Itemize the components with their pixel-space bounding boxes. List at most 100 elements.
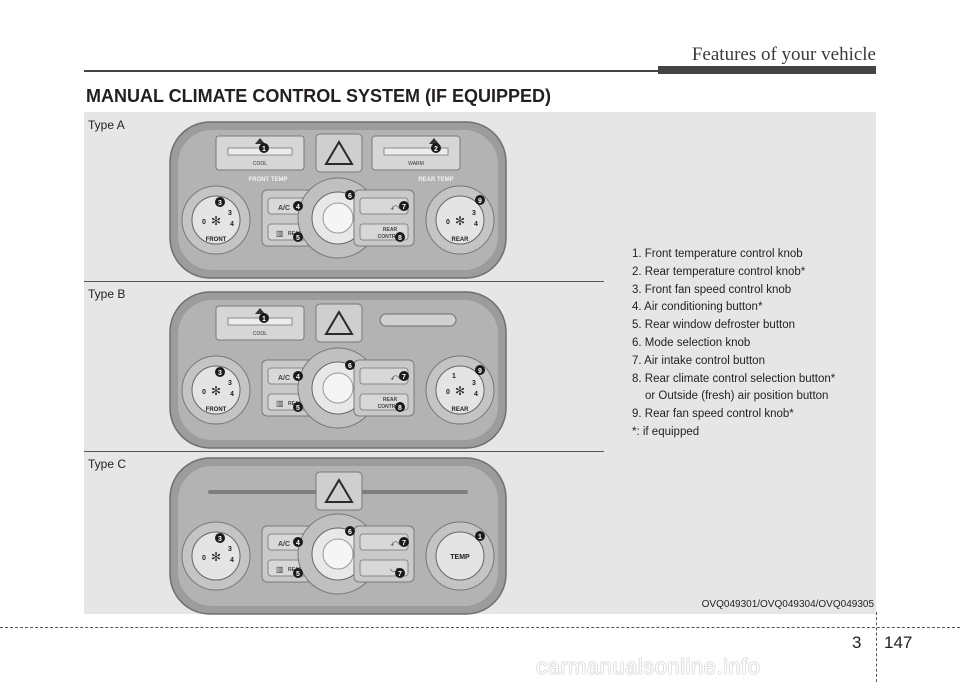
svg-text:4: 4: [296, 204, 300, 211]
fan-3-label: 3: [228, 380, 232, 387]
front-temp-pointer: [255, 138, 265, 144]
svg-text:5: 5: [296, 405, 300, 412]
divider-b-c: [84, 451, 604, 452]
rear-control-label-1: REAR: [383, 227, 398, 233]
warm-label: WARM: [408, 161, 424, 167]
climate-panel-type-c: 0 3 4 ✻ A/C ▥ REAR ⤺ ⤻ TEMP 3 4 5 6 7 7 …: [169, 457, 507, 615]
rear-label: REAR: [451, 407, 469, 413]
climate-panel-type-b: COOL 0 3 4 ✻ FRONT A/C ▥ REAR ⤺ REAR CON…: [169, 291, 507, 449]
callout-4: 4: [293, 537, 303, 547]
fan-0-label: 0: [202, 219, 206, 226]
rear-fan-knob[interactable]: [435, 365, 485, 415]
hazard-button[interactable]: [315, 303, 363, 343]
front-fan-knob[interactable]: [191, 195, 241, 245]
fan-3-label: 3: [228, 210, 232, 217]
svg-text:7: 7: [398, 571, 402, 578]
rear-defrost-icon: ▥: [276, 399, 284, 408]
svg-text:5: 5: [296, 571, 300, 578]
rear-control-label-2: CONTROL: [378, 234, 403, 240]
svg-text:8: 8: [398, 405, 402, 412]
temp-knob[interactable]: [435, 531, 485, 581]
rear-fan-1-label: 1: [452, 373, 456, 380]
fan-0-label: 0: [202, 389, 206, 396]
front-fan-knob[interactable]: [191, 365, 241, 415]
recirculation-icon: ⤺: [390, 538, 400, 548]
callout-2: 2: [431, 143, 441, 153]
callout-7a: 7: [399, 537, 409, 547]
callout-6: 6: [345, 190, 355, 200]
callout-5: 5: [293, 568, 303, 578]
svg-text:4: 4: [296, 374, 300, 381]
hazard-icon: [324, 140, 354, 165]
hazard-icon: [324, 478, 354, 503]
svg-text:9: 9: [478, 368, 482, 375]
feature-item: 6. Mode selection knob: [632, 336, 751, 349]
type-b-label: Type B: [88, 287, 126, 301]
callout-1: 1: [475, 531, 485, 541]
rear-control-label-2: CONTROL: [378, 404, 403, 410]
svg-text:3: 3: [218, 536, 222, 543]
svg-text:6: 6: [348, 529, 352, 536]
fan-4-label: 4: [230, 221, 234, 228]
callout-9: 9: [475, 195, 485, 205]
front-fan-knob[interactable]: [191, 531, 241, 581]
mode-knob-center: [322, 538, 354, 570]
cool-label: COOL: [253, 331, 267, 337]
callout-6: 6: [345, 526, 355, 536]
rear-fan-icon: ✻: [455, 214, 465, 228]
rear-fan-3-label: 3: [472, 380, 476, 387]
main-heading: MANUAL CLIMATE CONTROL SYSTEM (IF EQUIPP…: [86, 86, 552, 106]
callout-8: 8: [395, 232, 405, 242]
front-label: FRONT: [206, 407, 227, 413]
feature-item-continuation: or Outside (fresh) air position button: [645, 390, 829, 403]
feature-item: 9. Rear fan speed control knob*: [632, 408, 794, 421]
page-number: 147: [884, 633, 913, 652]
image-caption: OVQ049301/OVQ049304/OVQ049305: [701, 599, 874, 610]
callout-7: 7: [399, 201, 409, 211]
feature-item: 2. Rear temperature control knob*: [632, 265, 806, 278]
ac-label: A/C: [278, 541, 290, 548]
fan-icon: ✻: [211, 214, 221, 228]
section-title: Features of your vehicle: [691, 44, 876, 65]
cool-label: COOL: [253, 161, 267, 167]
rear-fan-4-label: 4: [474, 391, 478, 398]
rear-fan-knob[interactable]: [435, 195, 485, 245]
svg-text:1: 1: [478, 534, 482, 541]
rear-fan-0-label: 0: [446, 219, 450, 226]
callout-3: 3: [215, 533, 225, 543]
svg-text:6: 6: [348, 193, 352, 200]
svg-text:6: 6: [348, 363, 352, 370]
feature-item: 4. Air conditioning button*: [632, 301, 763, 314]
rear-fan-3-label: 3: [472, 210, 476, 217]
header-rule: [84, 70, 658, 72]
callout-5: 5: [293, 232, 303, 242]
rear-control-label-1: REAR: [383, 397, 398, 403]
fan-0-label: 0: [202, 555, 206, 562]
mode-knob-center: [322, 202, 354, 234]
callout-9: 9: [475, 365, 485, 375]
rear-fan-icon: ✻: [455, 384, 465, 398]
mode-knob-center: [322, 372, 354, 404]
rear-temp-pointer: [429, 138, 439, 144]
svg-text:2: 2: [434, 146, 438, 153]
fan-3-label: 3: [228, 546, 232, 553]
type-a-label: Type A: [88, 118, 125, 132]
hazard-button[interactable]: [315, 133, 363, 173]
callout-1: 1: [259, 313, 269, 323]
chapter-number: 3: [852, 633, 862, 652]
rear-defrost-icon: ▥: [276, 229, 284, 238]
callout-7: 7: [399, 371, 409, 381]
svg-text:7: 7: [402, 540, 406, 547]
callout-3: 3: [215, 367, 225, 377]
fan-icon: ✻: [211, 384, 221, 398]
front-label: FRONT: [206, 237, 227, 243]
svg-text:1: 1: [262, 146, 266, 153]
svg-text:8: 8: [398, 235, 402, 242]
recirculation-icon: ⤺: [390, 202, 400, 212]
type-c-label: Type C: [88, 457, 127, 471]
fan-4-label: 4: [230, 391, 234, 398]
feature-item: 1. Front temperature control knob: [632, 248, 803, 260]
svg-text:7: 7: [402, 204, 406, 211]
climate-panel-type-a: COOL WARM FRONT TEMP REAR TEMP 0 3 4 ✻ F…: [169, 121, 507, 279]
hazard-button[interactable]: [315, 471, 363, 511]
